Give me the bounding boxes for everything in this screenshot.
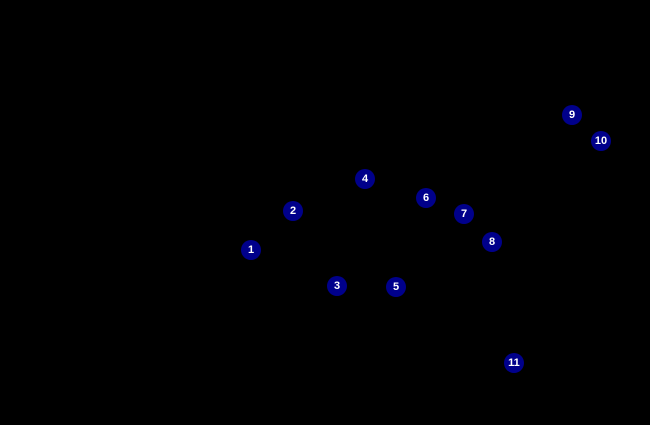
numbered-marker-7[interactable]: 7 (454, 204, 474, 224)
numbered-marker-6[interactable]: 6 (416, 188, 436, 208)
numbered-marker-8[interactable]: 8 (482, 232, 502, 252)
numbered-marker-3[interactable]: 3 (327, 276, 347, 296)
numbered-marker-4[interactable]: 4 (355, 169, 375, 189)
numbered-marker-10[interactable]: 10 (591, 131, 611, 151)
numbered-marker-5[interactable]: 5 (386, 277, 406, 297)
numbered-marker-2[interactable]: 2 (283, 201, 303, 221)
numbered-marker-1[interactable]: 1 (241, 240, 261, 260)
numbered-marker-9[interactable]: 9 (562, 105, 582, 125)
numbered-marker-11[interactable]: 11 (504, 353, 524, 373)
